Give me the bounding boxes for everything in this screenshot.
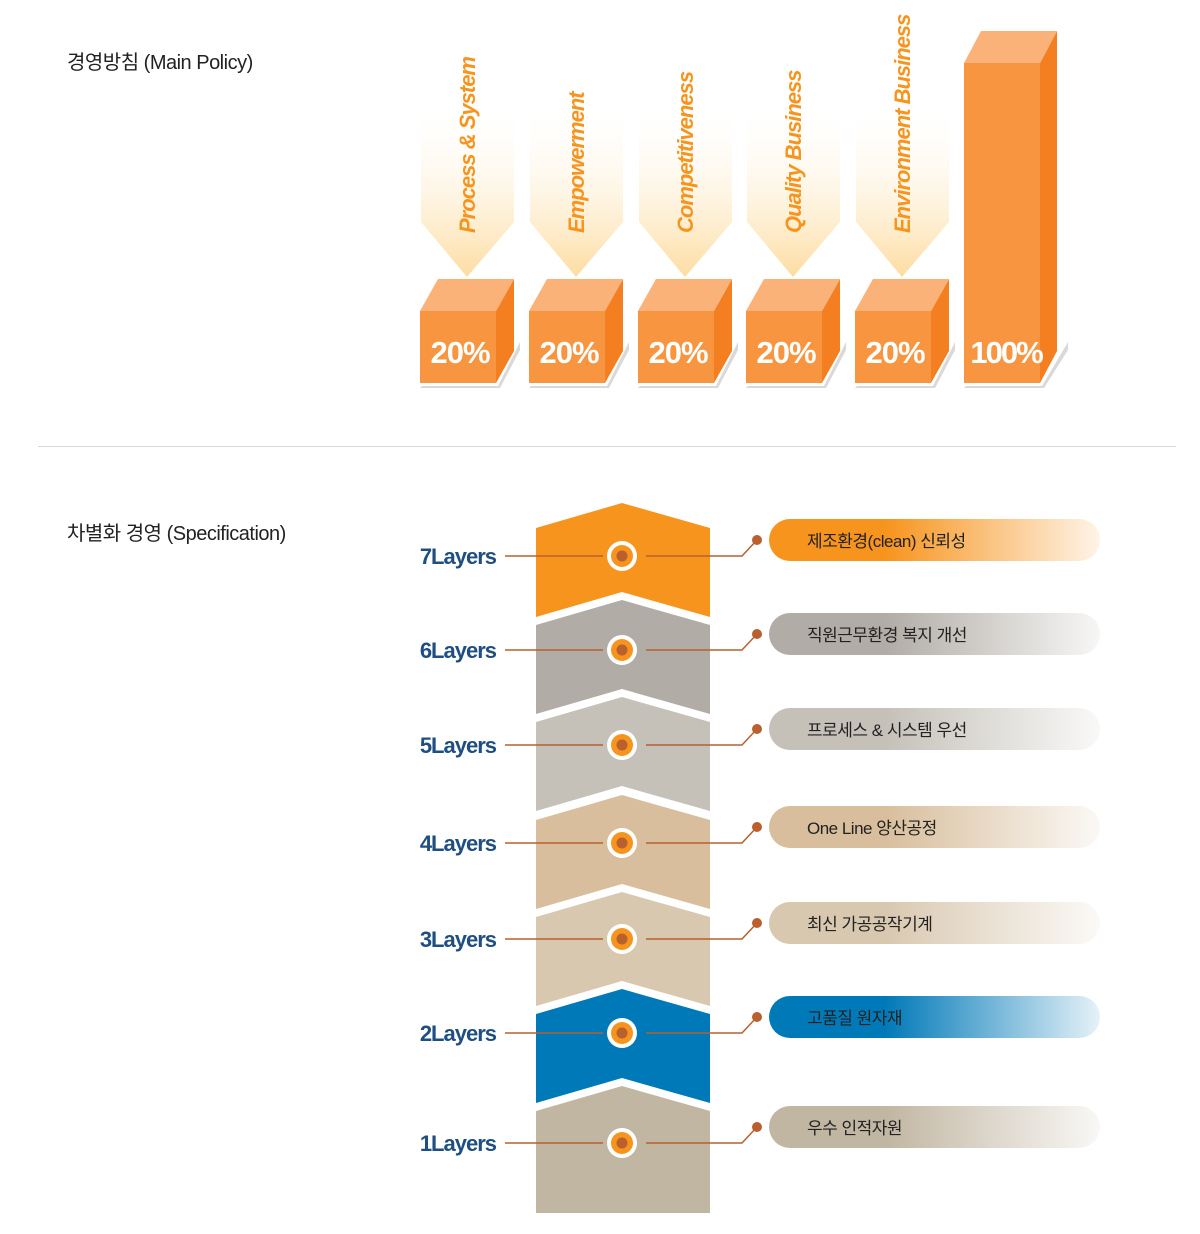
bar-side bbox=[496, 279, 514, 383]
arrow-shape bbox=[639, 100, 732, 277]
specification-title: 차별화 경영 (Specification) bbox=[67, 523, 286, 545]
layer-pill bbox=[769, 519, 1100, 561]
node-icon bbox=[616, 837, 628, 849]
connector-dot bbox=[752, 535, 762, 545]
bar-side bbox=[931, 279, 949, 383]
policy-label: Environment Business bbox=[890, 14, 915, 233]
policy-value: 20% bbox=[539, 335, 598, 370]
connector-right bbox=[646, 922, 758, 940]
bar-side bbox=[1040, 31, 1057, 383]
layer-3layers: 3Layers 최신 가공공작기계 bbox=[420, 892, 1100, 1006]
policy-label: Competitiveness bbox=[673, 71, 698, 233]
bar-side bbox=[822, 279, 840, 383]
layer-description: 우수 인적자원 bbox=[807, 1119, 902, 1138]
bar-top bbox=[964, 31, 1057, 63]
connector-dot bbox=[752, 629, 762, 639]
connector-right bbox=[646, 1016, 758, 1034]
section-divider bbox=[38, 446, 1176, 447]
layer-description: 최신 가공공작기계 bbox=[807, 915, 932, 934]
arrow-shape bbox=[856, 100, 949, 277]
connector-right bbox=[646, 539, 758, 557]
connector-dot bbox=[752, 1012, 762, 1022]
node-icon bbox=[616, 1027, 628, 1039]
bar-front bbox=[638, 311, 714, 383]
arrow-shape bbox=[530, 100, 623, 277]
connector-right bbox=[646, 826, 758, 844]
policy-value: 20% bbox=[430, 335, 489, 370]
bar-top bbox=[529, 279, 623, 311]
bar-top bbox=[746, 279, 840, 311]
bar-front bbox=[420, 311, 496, 383]
arrow-shape bbox=[421, 100, 514, 277]
connector-right bbox=[646, 1126, 758, 1144]
layer-pill bbox=[769, 708, 1100, 750]
layer-4layers: 4Layers One Line 양산공정 bbox=[420, 795, 1100, 909]
total-value: 100% bbox=[970, 335, 1043, 370]
policy-column: Quality Business 20% bbox=[746, 70, 846, 388]
layer-6layers: 6Layers 직원근무환경 복지 개선 bbox=[420, 600, 1100, 714]
policy-label: Quality Business bbox=[781, 70, 806, 233]
connector-dot bbox=[752, 822, 762, 832]
policy-column: Empowerment 20% bbox=[529, 90, 629, 388]
policy-column: Environment Business 20% bbox=[855, 14, 955, 388]
layer-2layers: 2Layers 고품질 원자재 bbox=[420, 989, 1100, 1103]
connector-dot bbox=[752, 918, 762, 928]
policy-value: 20% bbox=[865, 335, 924, 370]
layer-description: 제조환경(clean) 신뢰성 bbox=[807, 532, 966, 551]
layer-description: 고품질 원자재 bbox=[807, 1009, 902, 1028]
bar-top bbox=[855, 279, 949, 311]
layer-pill bbox=[769, 996, 1100, 1038]
layer-5layers: 5Layers 프로세스 & 시스템 우선 bbox=[420, 697, 1100, 811]
bar-front bbox=[964, 63, 1040, 383]
policy-label: Process & System bbox=[455, 57, 480, 233]
node-icon bbox=[616, 644, 628, 656]
arrow-shape bbox=[747, 100, 840, 277]
policy-label: Empowerment bbox=[564, 90, 589, 233]
layer-pill bbox=[769, 902, 1100, 944]
bar-top bbox=[638, 279, 732, 311]
policy-value: 20% bbox=[756, 335, 815, 370]
layer-description: 직원근무환경 복지 개선 bbox=[807, 626, 967, 645]
node-icon bbox=[616, 1137, 628, 1149]
bar-front bbox=[746, 311, 822, 383]
main-policy-title: 경영방침 (Main Policy) bbox=[67, 52, 253, 74]
bar-side bbox=[714, 279, 732, 383]
bar-top bbox=[420, 279, 514, 311]
layer-description: 프로세스 & 시스템 우선 bbox=[807, 721, 967, 740]
node-icon bbox=[616, 933, 628, 945]
layer-pill bbox=[769, 806, 1100, 848]
node-icon bbox=[616, 739, 628, 751]
policy-column: Process & System 20% bbox=[420, 57, 520, 388]
layer-label: 1Layers bbox=[420, 1131, 497, 1156]
connector-dot bbox=[752, 724, 762, 734]
bar-front bbox=[529, 311, 605, 383]
total-column: 100% bbox=[964, 31, 1068, 388]
layer-pill bbox=[769, 613, 1100, 655]
layer-1layers: 1Layers 우수 인적자원 bbox=[420, 1086, 1100, 1213]
policy-column: Competitiveness 20% bbox=[638, 71, 738, 388]
layer-label: 5Layers bbox=[420, 733, 497, 758]
layer-7layers: 7Layers 제조환경(clean) 신뢰성 bbox=[420, 503, 1100, 617]
layer-description: One Line 양산공정 bbox=[807, 819, 937, 838]
connector-right bbox=[646, 633, 758, 651]
layer-label: 7Layers bbox=[420, 544, 497, 569]
connector-right bbox=[646, 728, 758, 746]
node-icon bbox=[616, 550, 628, 562]
layer-label: 6Layers bbox=[420, 638, 497, 663]
layer-label: 3Layers bbox=[420, 927, 497, 952]
layer-label: 4Layers bbox=[420, 831, 497, 856]
bar-front bbox=[855, 311, 931, 383]
bar-side bbox=[605, 279, 623, 383]
connector-dot bbox=[752, 1122, 762, 1132]
policy-value: 20% bbox=[648, 335, 707, 370]
layer-label: 2Layers bbox=[420, 1021, 497, 1046]
layer-pill bbox=[769, 1106, 1100, 1148]
